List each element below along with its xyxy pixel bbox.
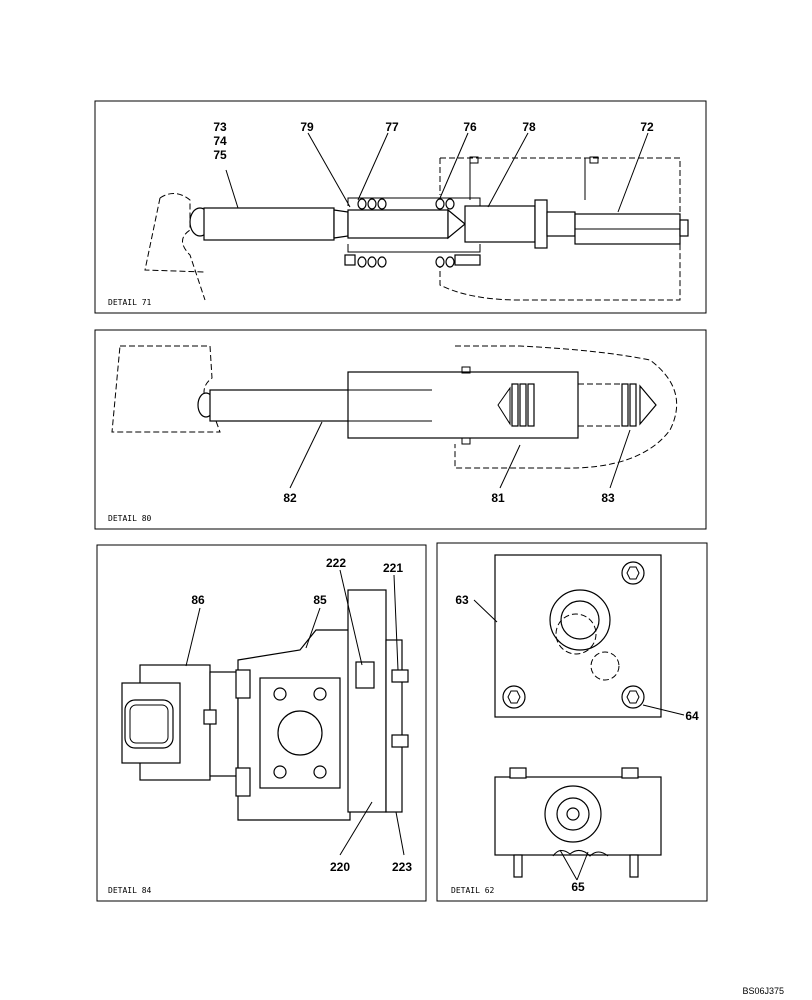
bracket-220 bbox=[347, 589, 387, 813]
valve-body-outline bbox=[439, 157, 681, 301]
bolt-222 bbox=[355, 661, 375, 689]
screw-head bbox=[509, 767, 527, 779]
callout-220: 220 bbox=[330, 860, 350, 874]
stud bbox=[629, 854, 639, 878]
detail-62-caption: DETAIL 62 bbox=[451, 886, 495, 895]
leader-82 bbox=[289, 421, 323, 489]
rod-taper bbox=[333, 209, 349, 239]
leader-85 bbox=[305, 607, 321, 649]
body-bore-lines bbox=[469, 158, 586, 200]
callout-72: 72 bbox=[640, 120, 654, 134]
stud bbox=[513, 854, 523, 878]
spool-tip-left bbox=[497, 386, 511, 426]
leader-83 bbox=[609, 429, 631, 489]
leader-223 bbox=[395, 811, 405, 856]
valve-body-outline bbox=[454, 345, 678, 469]
leader-222 bbox=[339, 569, 363, 666]
callout-76: 76 bbox=[463, 120, 477, 134]
motor-port bbox=[124, 699, 174, 749]
detail-71-panel: 73 74 75 79 77 76 78 72 DETAIL 71 bbox=[94, 100, 707, 314]
plunger-sleeve bbox=[347, 209, 449, 239]
callout-81: 81 bbox=[491, 491, 505, 505]
pump-shaft-bore bbox=[277, 710, 323, 756]
callout-221: 221 bbox=[383, 561, 403, 575]
leader-221 bbox=[393, 574, 399, 671]
spring-coils bbox=[511, 383, 657, 427]
callout-78: 78 bbox=[522, 120, 536, 134]
flange-bolt bbox=[313, 765, 327, 779]
detail-80-panel: 82 81 83 DETAIL 80 bbox=[94, 329, 707, 530]
drawing-reference: BS06J375 bbox=[742, 986, 784, 996]
spool-collar bbox=[534, 199, 548, 249]
mount-bolt bbox=[235, 669, 251, 699]
leader-64 bbox=[642, 704, 685, 716]
leader-65 bbox=[559, 849, 589, 881]
lever-outline bbox=[111, 345, 221, 433]
screw-head bbox=[621, 767, 639, 779]
callout-74: 74 bbox=[213, 134, 227, 148]
leader-81 bbox=[499, 444, 521, 489]
leader-220 bbox=[339, 801, 373, 856]
body-notch bbox=[589, 156, 599, 164]
callout-82: 82 bbox=[283, 491, 297, 505]
body-notch-2 bbox=[469, 156, 479, 164]
callout-83: 83 bbox=[601, 491, 615, 505]
detail-62-panel: 63 64 65 DETAIL 62 bbox=[436, 542, 708, 902]
callout-77: 77 bbox=[385, 120, 399, 134]
leader-63 bbox=[473, 599, 498, 623]
leader-76 bbox=[439, 132, 469, 199]
callout-65: 65 bbox=[571, 880, 585, 894]
callout-64: 64 bbox=[685, 709, 699, 723]
bracket-223 bbox=[385, 639, 403, 813]
flange-bolt bbox=[273, 765, 287, 779]
flange-bolt bbox=[273, 687, 287, 701]
bolt-221b bbox=[391, 734, 409, 748]
lever-outline bbox=[144, 193, 206, 301]
detail-71-caption: DETAIL 71 bbox=[108, 298, 152, 307]
callout-75: 75 bbox=[213, 148, 227, 162]
rod-73 bbox=[203, 207, 335, 241]
leader-73 bbox=[225, 169, 239, 209]
bolt-221 bbox=[391, 669, 409, 683]
callout-73: 73 bbox=[213, 120, 227, 134]
leader-72 bbox=[617, 132, 649, 213]
leader-77 bbox=[357, 132, 389, 201]
callout-223: 223 bbox=[392, 860, 412, 874]
cap-screw bbox=[502, 685, 526, 709]
callout-86: 86 bbox=[191, 593, 205, 607]
mount-bolt bbox=[235, 767, 251, 797]
leader-79 bbox=[307, 132, 351, 208]
detail-80-frame bbox=[94, 329, 707, 530]
callout-79: 79 bbox=[300, 120, 314, 134]
detail-84-caption: DETAIL 84 bbox=[108, 886, 152, 895]
detail-80-caption: DETAIL 80 bbox=[108, 514, 152, 523]
hidden-bore-2 bbox=[590, 651, 620, 681]
spool-body bbox=[464, 205, 536, 243]
cap-screw-64 bbox=[621, 685, 645, 709]
detail-62-frame bbox=[436, 542, 708, 902]
spool-end bbox=[679, 219, 689, 237]
flange-bolt bbox=[313, 687, 327, 701]
leader-86 bbox=[185, 607, 201, 667]
detail-84-frame bbox=[96, 544, 427, 902]
detail-71-frame bbox=[94, 100, 707, 314]
sleeve-81 bbox=[347, 371, 579, 439]
callout-222: 222 bbox=[326, 556, 346, 570]
cap-screw bbox=[621, 561, 645, 585]
callout-85: 85 bbox=[313, 593, 327, 607]
bolt-head bbox=[203, 709, 217, 725]
leader-78 bbox=[487, 132, 529, 208]
plunger-tip bbox=[447, 208, 466, 240]
detail-84-panel: 86 85 222 221 220 223 DETAIL 84 bbox=[96, 544, 427, 902]
hidden-bore bbox=[555, 613, 597, 655]
port bbox=[560, 600, 600, 640]
callout-63: 63 bbox=[455, 593, 469, 607]
spool-neck bbox=[546, 211, 576, 237]
spring-77-coils bbox=[344, 197, 481, 268]
